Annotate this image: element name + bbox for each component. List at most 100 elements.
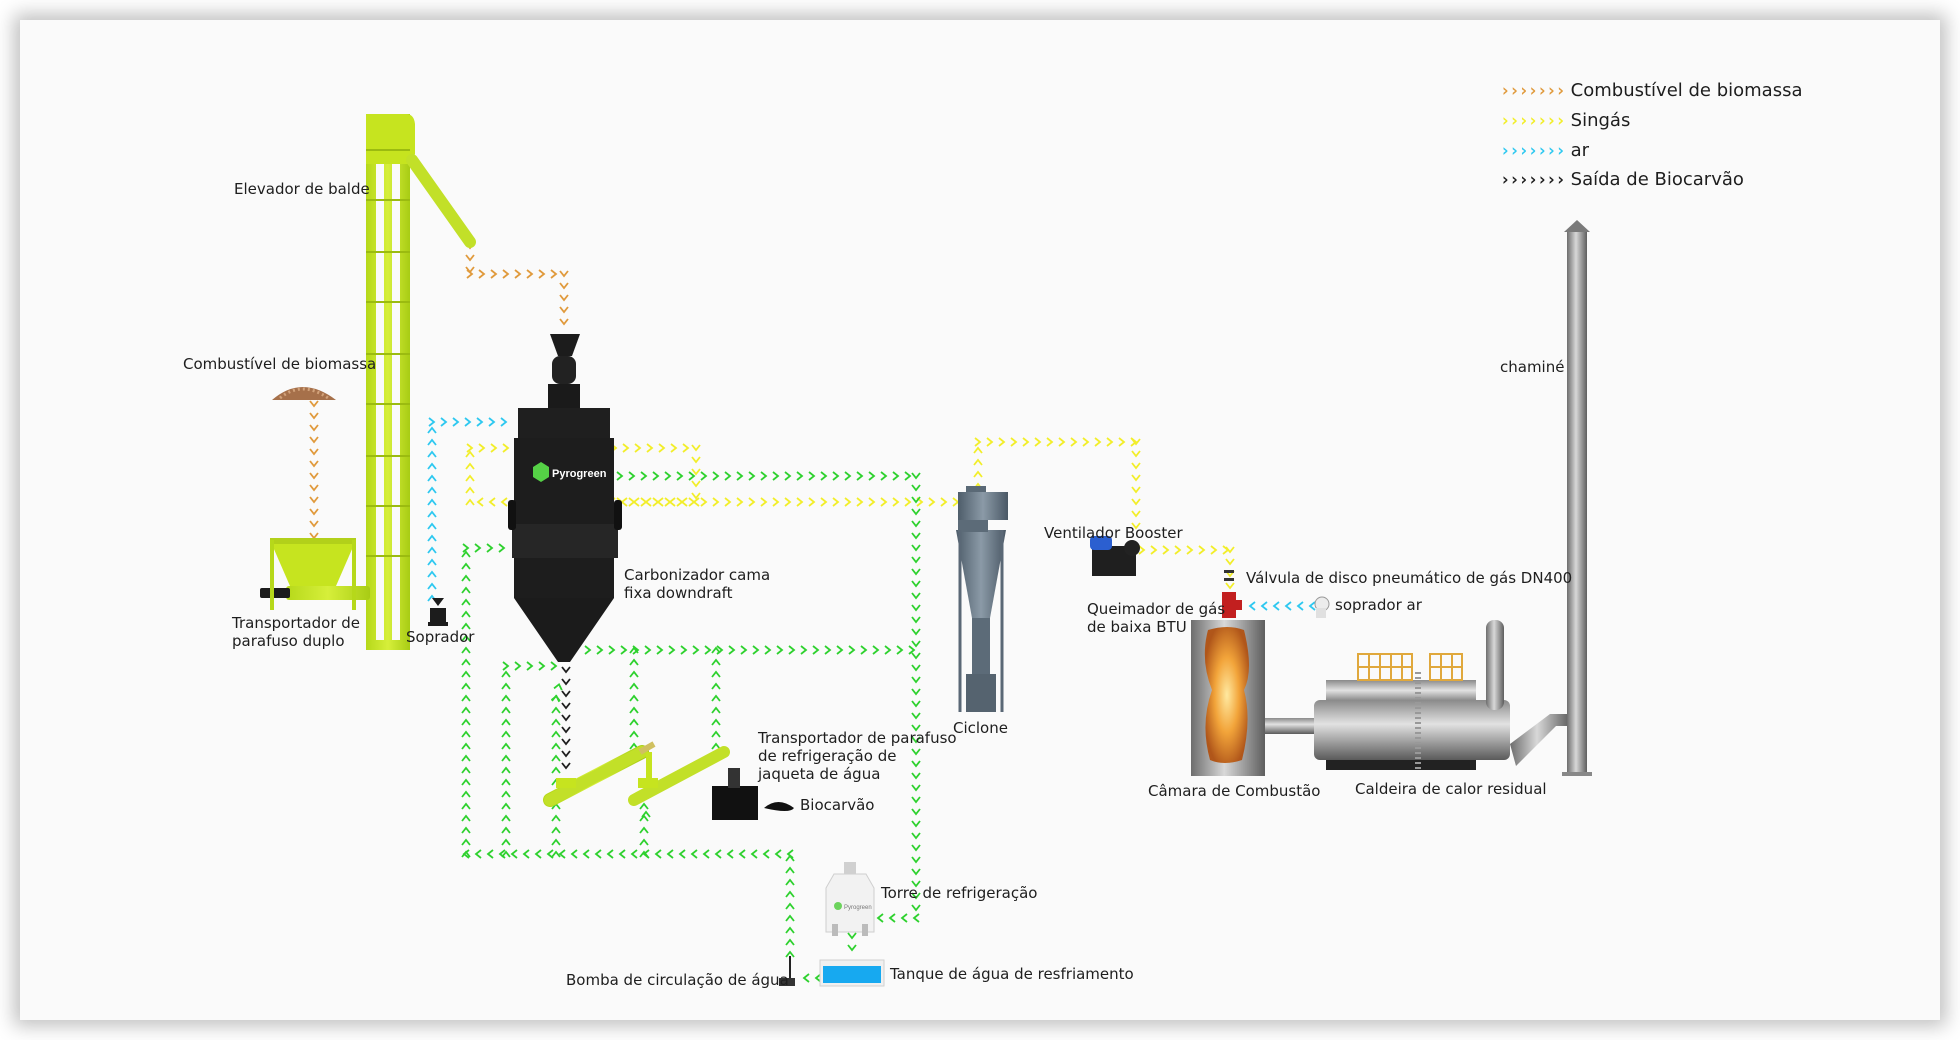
flow-chevron-icon-water [629,706,639,714]
flow-chevron-icon-water [748,471,756,481]
flow-chevron-icon-water [785,878,795,886]
flow-chevron-icon-water [501,802,511,810]
circulation-pump [779,956,795,986]
biochar-pile [764,802,794,811]
air-blower [1314,596,1330,618]
flow-chevron-icon-water [514,661,522,671]
flow-chevron-icon-biomass [309,532,319,540]
flow-chevron-icon-water [538,661,546,671]
flow-chevron-icon-water [911,844,921,852]
flow-chevron-icon-water [461,634,471,642]
flow-chevron-icon-water [629,682,639,690]
flow-chevron-icon-water [904,471,912,481]
flow-chevron-icon-water [800,645,808,655]
flow-chevron-icon-syngas [1225,558,1235,566]
flow-chevron-icon-syngas [1162,545,1170,555]
flow-chevron-icon-syngas [476,497,484,507]
flow-chevron-icon-water [760,471,768,481]
flow-chevron-icon-water [738,849,746,859]
flow-chevron-icon-water [461,562,471,570]
flow-chevron-icon-syngas [658,443,666,453]
flow-chevron-icon-water [911,868,921,876]
flow-chevron-icon-syngas [670,443,678,453]
flow-chevron-icon-water [911,880,921,888]
flow-chevron-icon-syngas [974,437,982,447]
flow-chevron-icon-water [501,718,511,726]
flow-chevron-icon-water [911,904,921,912]
flow-chevron-icon-water [911,832,921,840]
label-cooling-tank: Tanque de água de resfriamento [890,965,1134,983]
flow-chevron-icon-water [582,849,590,859]
flow-chevron-icon-water [702,849,710,859]
flow-chevron-icon-water [711,682,721,690]
flow-chevron-icon-biomass [309,412,319,420]
flow-chevron-icon-water [596,645,604,655]
flow-chevron-icon-air [428,417,436,427]
flow-chevron-icon-water [911,568,921,576]
flow-chevron-icon-syngas [1131,474,1141,482]
flow-chevron-icon-water [594,849,602,859]
flow-chevron-icon-air [1284,601,1292,611]
flow-chevron-icon-water [501,826,511,834]
flow-chevron-icon-water [616,471,624,481]
flow-chevron-icon-water [911,676,921,684]
flow-chevron-icon-syngas [736,497,744,507]
flow-chevron-icon-air [427,426,437,434]
flow-chevron-icon-air [427,462,437,470]
flow-chevron-icon-air [1308,601,1316,611]
flow-chevron-icon-water [551,718,561,726]
flow-chevron-icon-syngas [832,497,840,507]
flow-chevron-icon-water [762,849,770,859]
flow-chevron-icon-biomass [465,254,475,262]
flow-chevron-icon-water [711,694,721,702]
flow-chevron-icon-water [510,849,518,859]
flow-chevron-icon-water [656,645,664,655]
flow-chevron-icon-syngas [1131,438,1141,446]
flow-chevron-icon-water [700,471,708,481]
flow-chevron-icon-water [461,742,471,750]
flow-chevron-icon-syngas [1070,437,1078,447]
flow-chevron-icon-syngas [465,474,475,482]
flow-chevron-icon-syngas [844,497,852,507]
flow-chevron-icon-water [784,471,792,481]
flow-chevron-icon-water [676,471,684,481]
flow-chevron-icon-water [501,850,511,858]
label-cooling-screw-line3: jaqueta de água [758,765,881,783]
flow-chevron-icon-water [461,802,471,810]
flow-chevron-icon-biochar [561,702,571,710]
flow-chevron-icon-syngas [502,443,510,453]
flow-chevron-icon-syngas [1150,545,1158,555]
flow-chevron-icon-water [785,890,795,898]
flow-chevron-icon-water [678,849,686,859]
flow-chevron-icon-water [461,670,471,678]
flow-chevron-icon-biochar [561,714,571,722]
flow-chevron-icon-water [461,610,471,618]
flow-chevron-icon-water [652,471,660,481]
flow-chevron-icon-water [714,849,722,859]
flow-chevron-icon-water [558,849,566,859]
flow-chevron-icon-biomass [309,472,319,480]
flow-chevron-icon-water [501,694,511,702]
flow-chevron-icon-water [872,645,880,655]
flow-chevron-icon-syngas [1022,437,1030,447]
flow-chevron-icon-syngas [820,497,828,507]
flow-chevron-icon-syngas [465,498,475,506]
flow-chevron-icon-syngas [796,497,804,507]
flow-chevron-icon-syngas [973,470,983,478]
flow-chevron-icon-syngas [1198,545,1206,555]
flow-chevron-icon-syngas [490,443,498,453]
flow-chevron-icon-water [474,849,482,859]
flow-chevron-icon-biomass [559,282,569,290]
flow-chevron-icon-air [476,417,484,427]
flow-chevron-icon-water [461,646,471,654]
flow-chevron-icon-water [868,471,876,481]
flow-chevron-icon-biomass [309,460,319,468]
flow-chevron-icon-water [632,645,640,655]
flow-chevron-icon-syngas [856,497,864,507]
flow-chevron-icon-water [847,932,857,940]
flow-chevron-icon-water [814,973,822,983]
flow-chevron-icon-air [427,510,437,518]
flow-chevron-icon-syngas [1058,437,1066,447]
flow-chevron-icon-syngas [998,437,1006,447]
